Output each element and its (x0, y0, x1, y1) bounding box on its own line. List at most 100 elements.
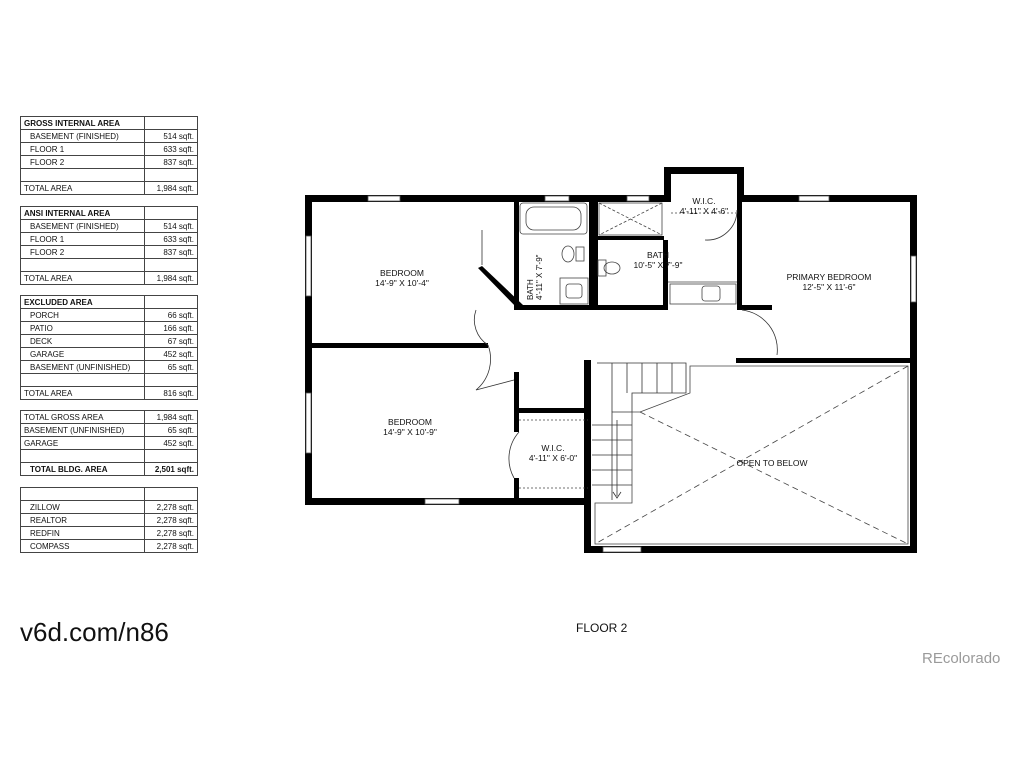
sink-vanity (559, 277, 589, 305)
room-dimensions: 4'-11" X 6'-0" (528, 453, 578, 463)
fixtures (519, 202, 737, 489)
room-name: OPEN TO BELOW (736, 458, 808, 468)
open-to-below-area (594, 365, 909, 545)
room-label-primary-bedroom: PRIMARY BEDROOM 12'-5" X 11'-6" (776, 272, 882, 292)
stair-outline (597, 362, 687, 500)
interior-walls (312, 195, 917, 498)
room-dimensions: 14'-9" X 10'-9" (383, 427, 437, 437)
wall (736, 358, 917, 363)
wall (305, 195, 520, 202)
wall (584, 546, 917, 553)
room-name: BATH (526, 279, 535, 300)
sink-basin (565, 283, 583, 299)
wall (514, 372, 519, 432)
room-dimensions: 10'-5" X 7'-9" (633, 260, 683, 270)
area-value: 1,984 sqft. (144, 181, 198, 195)
window (305, 392, 312, 454)
area-label: TOTAL AREA (20, 181, 145, 195)
wall (514, 305, 591, 310)
door-swing (475, 344, 515, 391)
window (544, 195, 570, 202)
window (602, 546, 642, 553)
watermark-link-text: v6d.com/n86 (20, 617, 169, 647)
window (798, 195, 830, 202)
area-value: 2,501 sqft. (144, 462, 198, 476)
wall (664, 167, 744, 174)
area-table-row: ANSI INTERNAL AREA (20, 206, 198, 220)
windows (305, 195, 917, 553)
area-label: TOTAL BLDG. AREA (20, 462, 145, 476)
room-label-bedroom-1: BEDROOM 14'-9" X 10'-4" (352, 268, 452, 288)
area-table-row: EXCLUDED AREA (20, 295, 198, 309)
area-value: 66 sqft. (144, 308, 198, 322)
wall (664, 167, 671, 202)
window (626, 195, 650, 202)
wall (598, 305, 668, 310)
room-dimensions: 4'-11" X 4'-6" (679, 206, 729, 216)
toilet-tank (575, 246, 585, 262)
room-name: W.I.C. (692, 196, 716, 206)
room-dimensions: 12'-5" X 11'-6" (802, 282, 856, 292)
door-swing (508, 431, 520, 479)
area-table-row: BASEMENT (FINISHED)514 sqft. (20, 129, 198, 143)
area-value: 1,984 sqft. (144, 271, 198, 285)
room-name: BEDROOM (388, 417, 432, 427)
room-label-open-to-below: OPEN TO BELOW (722, 458, 822, 468)
shower (598, 202, 663, 236)
room-name: BEDROOM (380, 268, 424, 278)
wall (514, 478, 519, 498)
wall (514, 408, 591, 413)
area-value: 67 sqft. (144, 334, 198, 348)
room-name: PRIMARY BEDROOM (786, 272, 872, 282)
room-name: W.I.C. (541, 443, 565, 453)
open-diagonal (594, 365, 909, 545)
wall (742, 305, 772, 310)
wall (305, 195, 312, 505)
bathtub-inner (525, 206, 582, 231)
stair-arrow-head (612, 491, 622, 499)
wall (478, 266, 523, 309)
area-label: TOTAL AREA (20, 271, 145, 285)
wall (514, 202, 519, 310)
wall (737, 167, 744, 202)
wall (584, 360, 591, 553)
room-dimensions: 4'-11" X 7'-9" (535, 254, 544, 301)
wall (591, 236, 664, 240)
floor-title: FLOOR 2 (576, 621, 628, 635)
area-label: COMPASS (20, 539, 145, 553)
toilet-tank (597, 259, 607, 277)
sink-vanity (669, 283, 737, 305)
window (910, 255, 917, 303)
room-label-bedroom-2: BEDROOM 14'-9" X 10'-9" (360, 417, 460, 437)
wall (737, 202, 742, 310)
toilet (603, 261, 621, 275)
room-label-bath-primary: BATH 10'-5" X 7'-9" (618, 250, 698, 270)
room-label-wic-top: W.I.C. 4'-11" X 4'-6" (672, 196, 736, 216)
door-swing (473, 309, 489, 346)
wall (312, 343, 488, 348)
wall (663, 240, 668, 310)
wall (910, 195, 917, 553)
bathtub (519, 202, 588, 235)
wall (589, 195, 598, 310)
open-outline (594, 365, 909, 545)
open-diagonal (639, 411, 909, 545)
toilet (561, 245, 575, 263)
room-label-bath-hall: BATH 4'-11" X 7'-9" (526, 255, 544, 301)
